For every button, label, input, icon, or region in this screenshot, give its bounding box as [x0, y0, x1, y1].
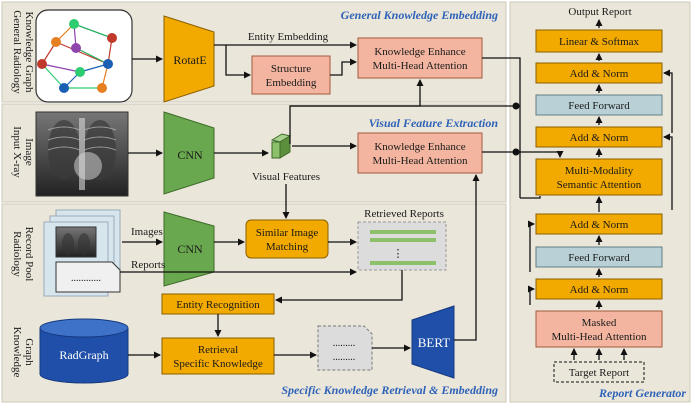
bert-label: BERT	[418, 335, 451, 350]
xray-image	[35, 111, 129, 197]
gen-addnorm3-label: Add & Norm	[570, 219, 629, 231]
pool-xray-thumb	[55, 226, 97, 258]
ke2-label-1: Knowledge Enhance	[374, 141, 465, 153]
gen-feed-forward-1: Feed Forward	[535, 94, 663, 116]
entity-recognition-box: Entity Recognition	[161, 293, 275, 315]
similar-image-matching-box: Similar Image Matching	[245, 219, 329, 259]
retrieval-label-1: Retrieval	[198, 344, 238, 356]
gen-addnorm4-label: Add & Norm	[570, 284, 629, 296]
cnn-top-label: CNN	[177, 148, 203, 162]
label-retrieved-reports: Retrieved Reports	[364, 208, 444, 220]
side-label-kg-2: Graph	[23, 338, 35, 366]
rotate-label: RotatE	[173, 53, 206, 67]
specific-knowledge-doc: ......... .........	[317, 325, 373, 371]
doc-dots-2: .........	[333, 352, 356, 363]
gen-output-report: Output Report	[568, 6, 631, 18]
side-label-graph-1: General Radiology	[11, 10, 23, 94]
label-reports: Reports	[131, 259, 165, 271]
title-general: General Knowledge Embedding	[341, 8, 498, 22]
gen-add-norm-4: Add & Norm	[535, 278, 663, 300]
gen-feed-forward-2: Feed Forward	[535, 246, 663, 268]
gen-output-label: Output Report	[568, 6, 631, 18]
pool-report-dots: ............	[71, 273, 101, 284]
gen-masked-label-1: Masked	[582, 317, 617, 329]
structure-label-1: Structure	[271, 63, 311, 75]
retrieval-label-2: Specific Knowledge	[173, 358, 263, 370]
ke1-label-2: Multi-Head Attention	[372, 60, 468, 72]
ke1-label-1: Knowledge Enhance	[374, 46, 465, 58]
radgraph-cylinder: RadGraph	[39, 318, 129, 384]
connectors	[120, 19, 673, 360]
side-label-kg-1: Knowledge	[11, 327, 23, 378]
bert-block: BERT	[411, 305, 455, 379]
junction-dot-bottom	[512, 148, 520, 156]
side-label-xray-2: Image	[23, 138, 35, 166]
gen-addnorm2-label: Add & Norm	[570, 132, 629, 144]
gen-add-norm-2: Add & Norm	[535, 126, 663, 148]
ke-attention-top: Knowledge Enhance Multi-Head Attention	[357, 37, 483, 79]
retrieved-reports-box: ⋮	[357, 221, 447, 271]
title-specific: Specific Knowledge Retrieval & Embedding	[281, 383, 498, 397]
label-entity-embedding: Entity Embedding	[248, 31, 329, 43]
gen-target-report: Target Report	[553, 361, 645, 383]
gen-masked-attention: Masked Multi-Head Attention	[535, 310, 663, 348]
side-label-pool-1: Radiology	[11, 231, 23, 277]
gen-add-norm-3: Add & Norm	[535, 213, 663, 235]
rotate-block: RotatE	[163, 15, 215, 103]
gen-add-norm-1: Add & Norm	[535, 62, 663, 84]
cnn-top-block: CNN	[163, 111, 215, 195]
knowledge-graph-image	[35, 9, 133, 103]
side-label-xray-1: Input X-ray	[11, 126, 23, 178]
label-images: Images	[131, 226, 163, 238]
gen-masked-label-2: Multi-Head Attention	[551, 331, 647, 343]
gen-ff1-label: Feed Forward	[568, 100, 630, 112]
gen-mm-label-2: Semantic Attention	[557, 179, 642, 191]
junction-dot-top	[512, 102, 520, 110]
retrieval-specific-box: Retrieval Specific Knowledge	[161, 337, 275, 375]
doc-dots-1: .........	[333, 338, 356, 349]
side-label-pool-2: Record Pool	[23, 227, 35, 282]
radgraph-label: RadGraph	[59, 348, 108, 362]
ke-attention-bottom: Knowledge Enhance Multi-Head Attention	[357, 132, 483, 174]
gen-multimodality-attention: Multi-Modality Semantic Attention	[535, 158, 663, 196]
entity-recognition-label: Entity Recognition	[176, 299, 260, 311]
gen-mm-label-1: Multi-Modality	[565, 165, 634, 177]
structure-embedding-box: Structure Embedding	[251, 55, 331, 95]
label-visual-features: Visual Features	[252, 171, 320, 183]
gen-ff2-label: Feed Forward	[568, 252, 630, 264]
gen-target-label: Target Report	[569, 367, 629, 379]
similar-label-1: Similar Image	[256, 227, 319, 239]
record-pool-stack: ............	[43, 209, 121, 297]
similar-label-2: Matching	[266, 241, 309, 253]
side-label-graph-2: Knowledge Graph	[23, 12, 35, 93]
retrieved-dots: ⋮	[393, 248, 404, 260]
title-visual: Visual Feature Extraction	[369, 116, 499, 130]
gen-linear-softmax: Linear & Softmax	[535, 29, 663, 53]
structure-label-2: Embedding	[266, 77, 317, 89]
cnn-bottom-label: CNN	[177, 242, 203, 256]
ke2-label-2: Multi-Head Attention	[372, 155, 468, 167]
gen-addnorm1-label: Add & Norm	[570, 68, 629, 80]
gen-linear-label: Linear & Softmax	[559, 36, 640, 48]
title-generator: Report Generator	[598, 386, 686, 400]
